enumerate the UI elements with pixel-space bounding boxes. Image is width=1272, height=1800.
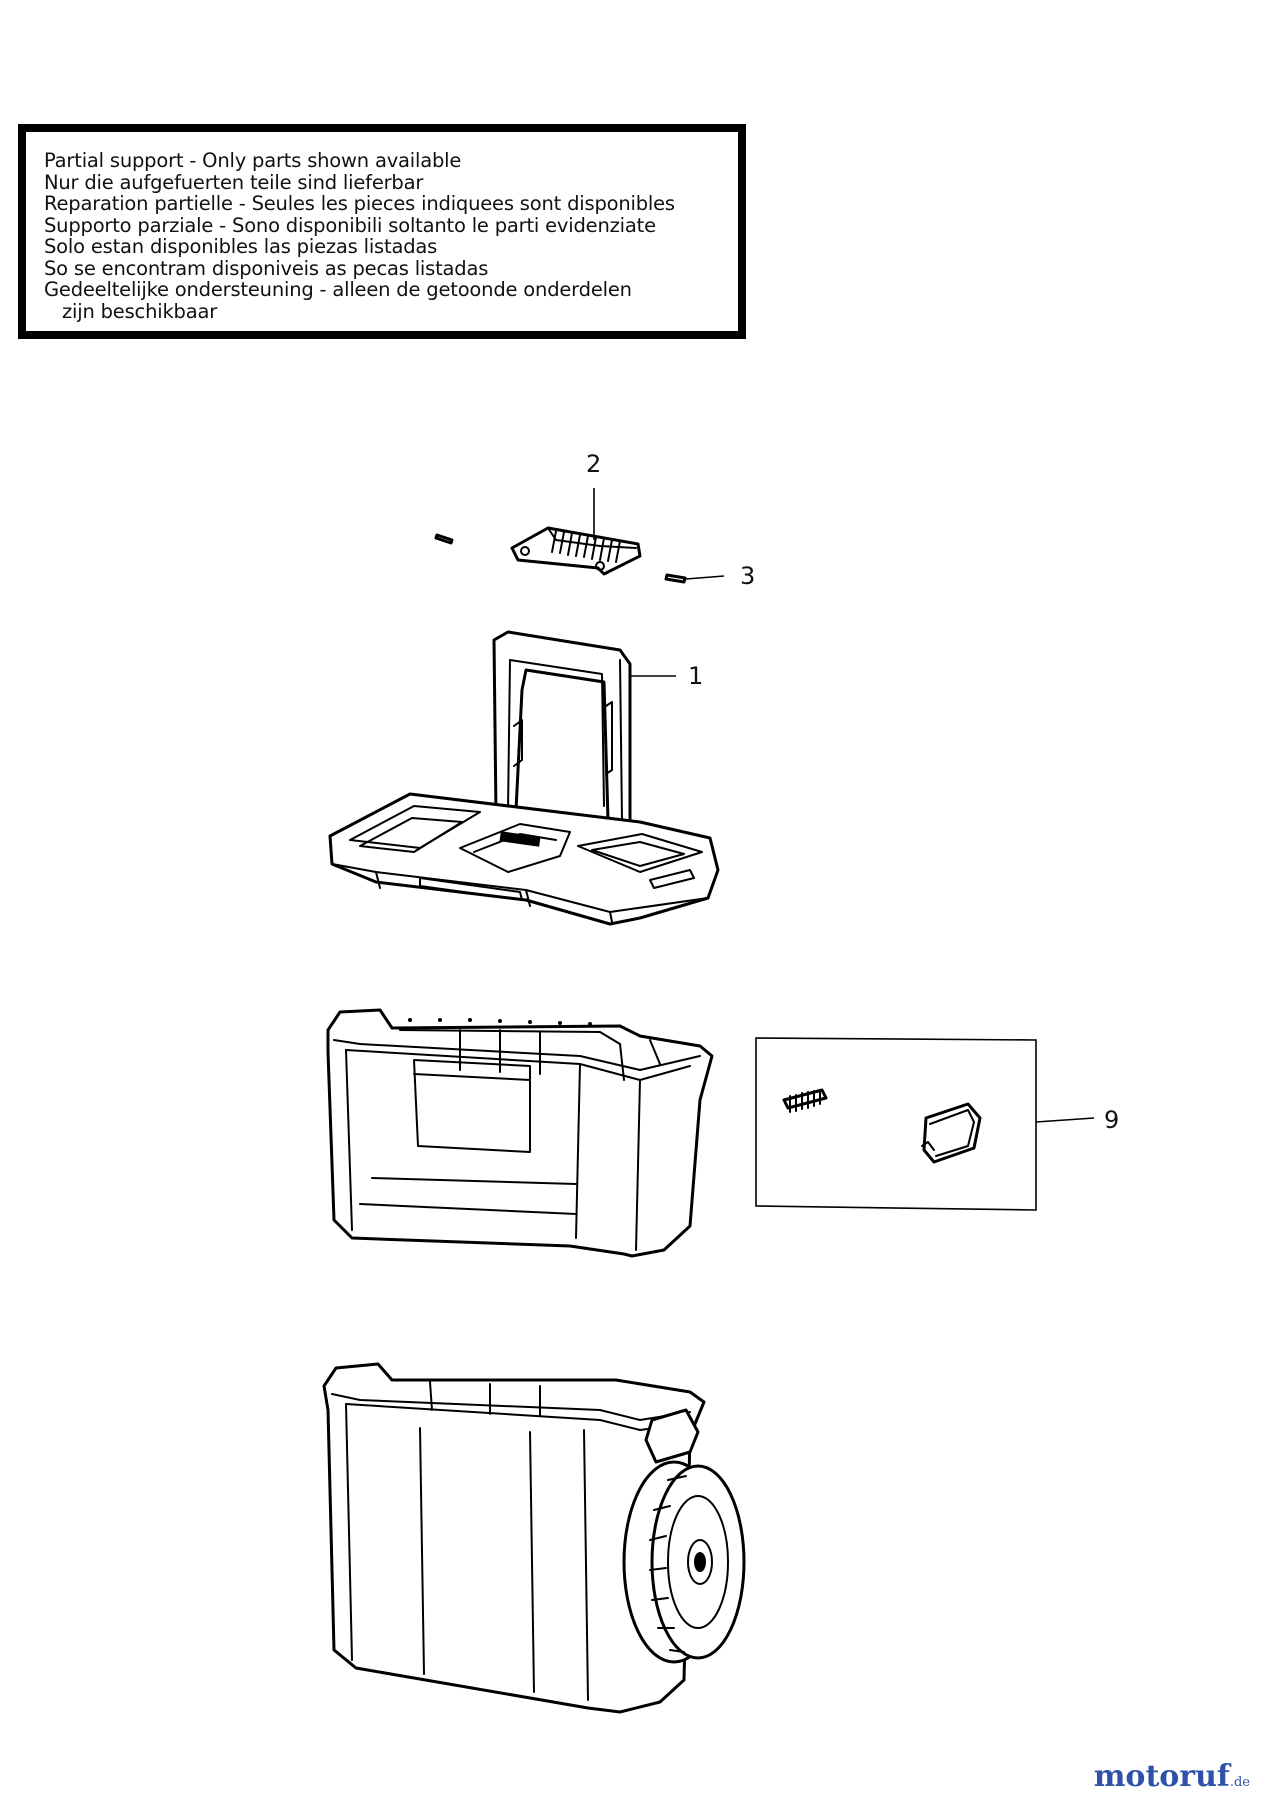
pin-left xyxy=(434,533,454,545)
callout-1: 1 xyxy=(688,662,703,690)
watermark-tld: .de xyxy=(1229,1775,1250,1790)
notice-line-pt: So se encontram disponiveis as pecas lis… xyxy=(44,256,489,280)
notice-line-de: Nur die aufgefuerten teile sind lieferba… xyxy=(44,170,424,194)
notice-line-fr: Reparation partielle - Seules les pieces… xyxy=(44,192,675,215)
bottom-wheeled-box xyxy=(322,1362,746,1714)
middle-storage-box xyxy=(326,1008,714,1258)
part-1-lid-with-handle xyxy=(328,630,720,926)
notice-line-it: Supporto parziale - Sono disponibili sol… xyxy=(44,213,656,237)
notice-line-nl-cont: zijn beschikbaar xyxy=(44,299,218,323)
motoruf-watermark: motoruf.de xyxy=(1094,1759,1250,1794)
notice-lines: Partial support - Only parts shown avail… xyxy=(44,150,675,322)
availability-notice: Partial support - Only parts shown avail… xyxy=(18,124,746,339)
callout-2: 2 xyxy=(586,450,601,478)
callout-3: 3 xyxy=(740,562,755,590)
notice-line-es: Solo estan disponibles las piezas listad… xyxy=(44,235,438,258)
notice-line-en: Partial support - Only parts shown avail… xyxy=(44,149,462,172)
notice-line-nl: Gedeeltelijke ondersteuning - alleen de … xyxy=(44,278,632,301)
part-3-pin xyxy=(664,573,687,584)
part-2-handle-grip xyxy=(510,526,642,576)
callout-9: 9 xyxy=(1104,1106,1119,1134)
leader-3 xyxy=(685,575,725,580)
part-9-latch-kit xyxy=(755,1037,1037,1211)
watermark-brand: motoruf xyxy=(1093,1759,1230,1794)
leader-9 xyxy=(1035,1117,1095,1123)
